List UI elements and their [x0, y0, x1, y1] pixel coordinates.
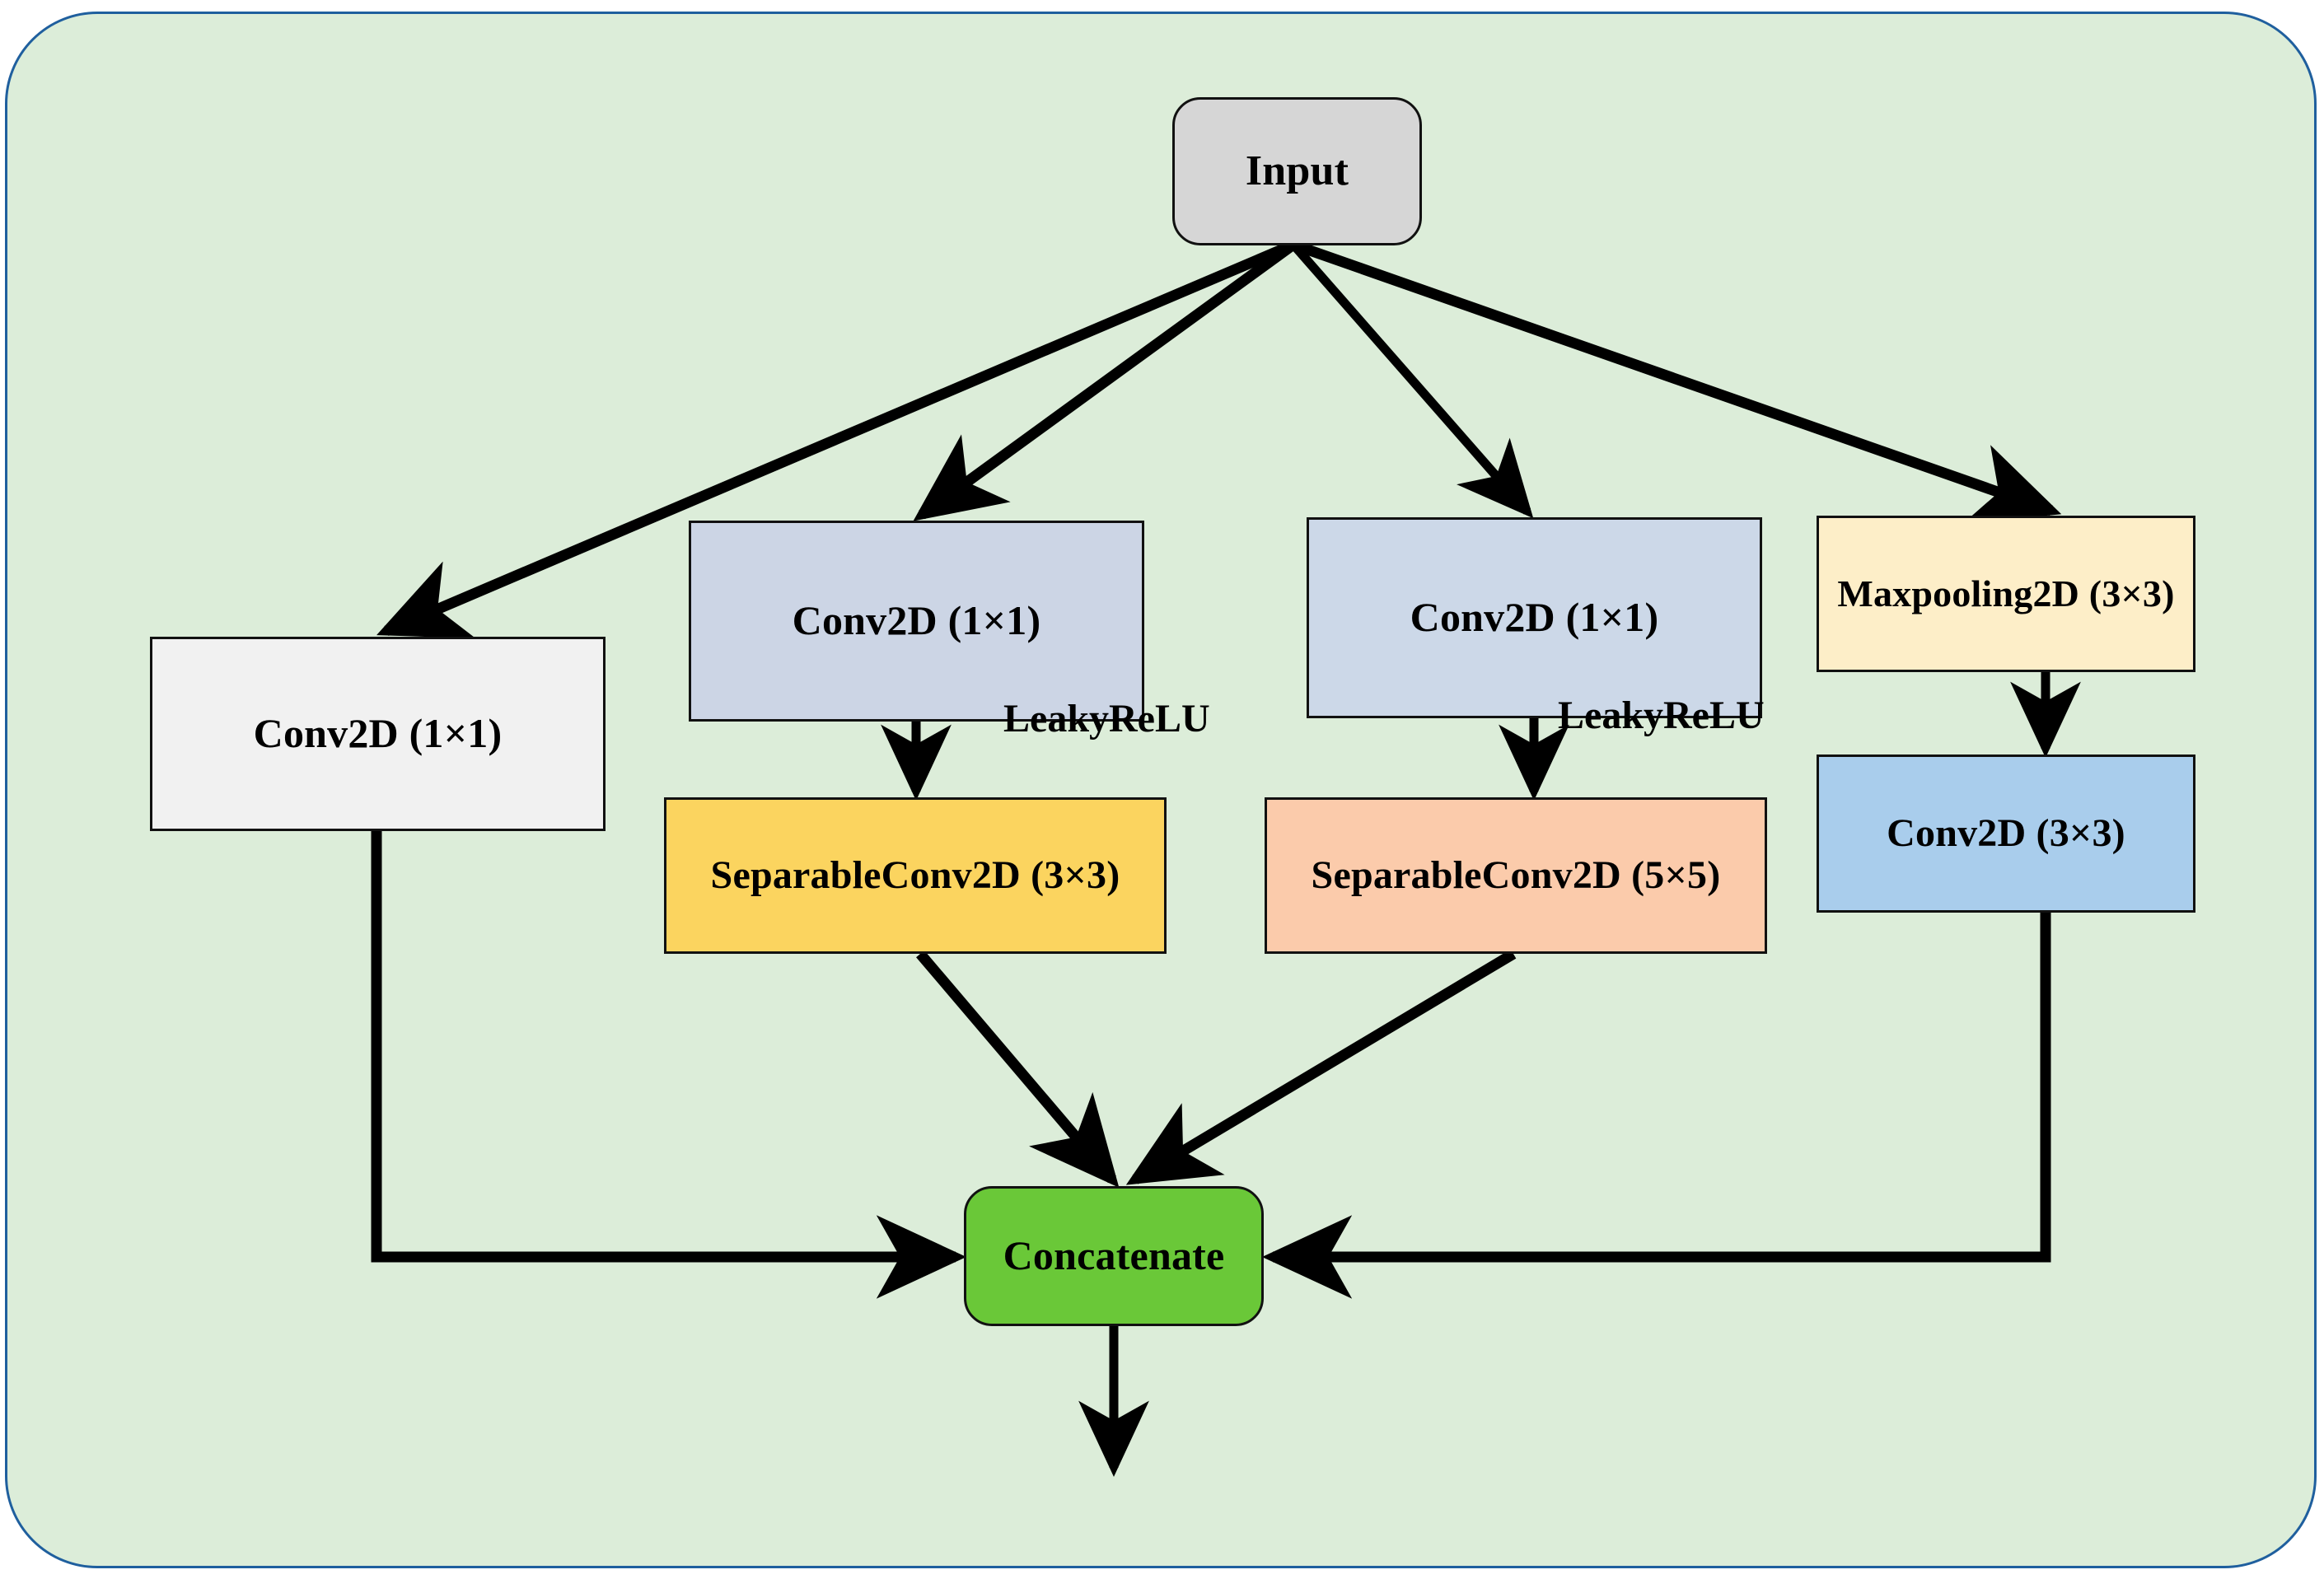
node-separableconv2d-5x5[interactable]: SeparableConv2D (5×5) [1265, 797, 1767, 954]
node-conv2d-1x1-branch3[interactable]: Conv2D (1×1) [1307, 517, 1762, 718]
edge-label-leakyrelu-branch2: LeakyReLU [1003, 697, 1210, 740]
node-conv2d-1x1-branch1[interactable]: Conv2D (1×1) [150, 637, 606, 831]
node-concatenate[interactable]: Concatenate [964, 1186, 1264, 1326]
node-separableconv2d-3x3[interactable]: SeparableConv2D (3×3) [664, 797, 1167, 954]
node-maxpooling2d-3x3[interactable]: Maxpooling2D (3×3) [1817, 516, 2195, 672]
edge-label-leakyrelu-branch3: LeakyReLU [1558, 694, 1765, 737]
node-input[interactable]: Input [1172, 97, 1422, 245]
node-conv2d-3x3[interactable]: Conv2D (3×3) [1817, 754, 2195, 913]
node-conv2d-1x1-branch2[interactable]: Conv2D (1×1) [689, 521, 1144, 722]
